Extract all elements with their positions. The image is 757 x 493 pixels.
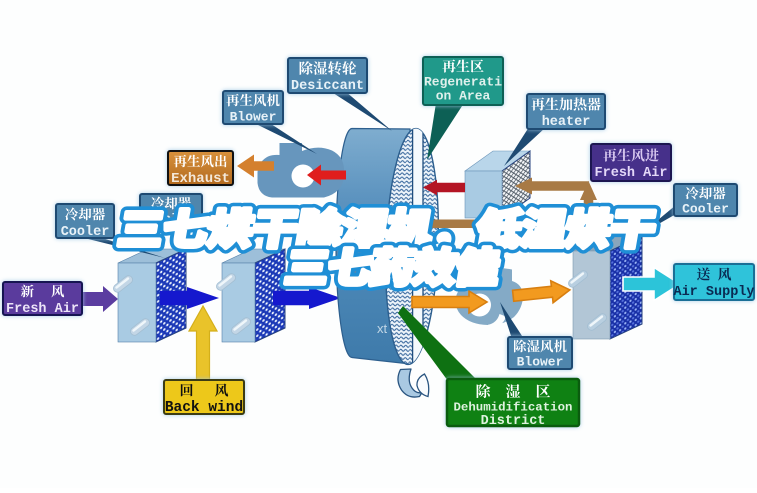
svg-text:Desiccant: Desiccant bbox=[291, 79, 364, 94]
svg-text:Fresh Air: Fresh Air bbox=[595, 166, 668, 181]
svg-text:Fresh Air: Fresh Air bbox=[6, 302, 79, 317]
svg-text:Cooler: Cooler bbox=[61, 225, 110, 240]
svg-text:heater: heater bbox=[542, 115, 591, 130]
svg-text:Cooler: Cooler bbox=[682, 202, 729, 217]
svg-text:on Area: on Area bbox=[436, 89, 491, 104]
svg-text:Blower: Blower bbox=[517, 355, 564, 370]
svg-text:Blower: Blower bbox=[230, 110, 277, 125]
svg-text:Air Supply: Air Supply bbox=[673, 285, 754, 300]
svg-text:Dehumidification: Dehumidification bbox=[454, 400, 573, 414]
svg-text:Exhaust: Exhaust bbox=[171, 171, 230, 187]
svg-text:Regenerati: Regenerati bbox=[424, 75, 502, 90]
svg-text:District: District bbox=[481, 414, 546, 429]
svg-text:Back wind: Back wind bbox=[165, 400, 243, 416]
svg-text:xt: xt bbox=[377, 321, 388, 336]
